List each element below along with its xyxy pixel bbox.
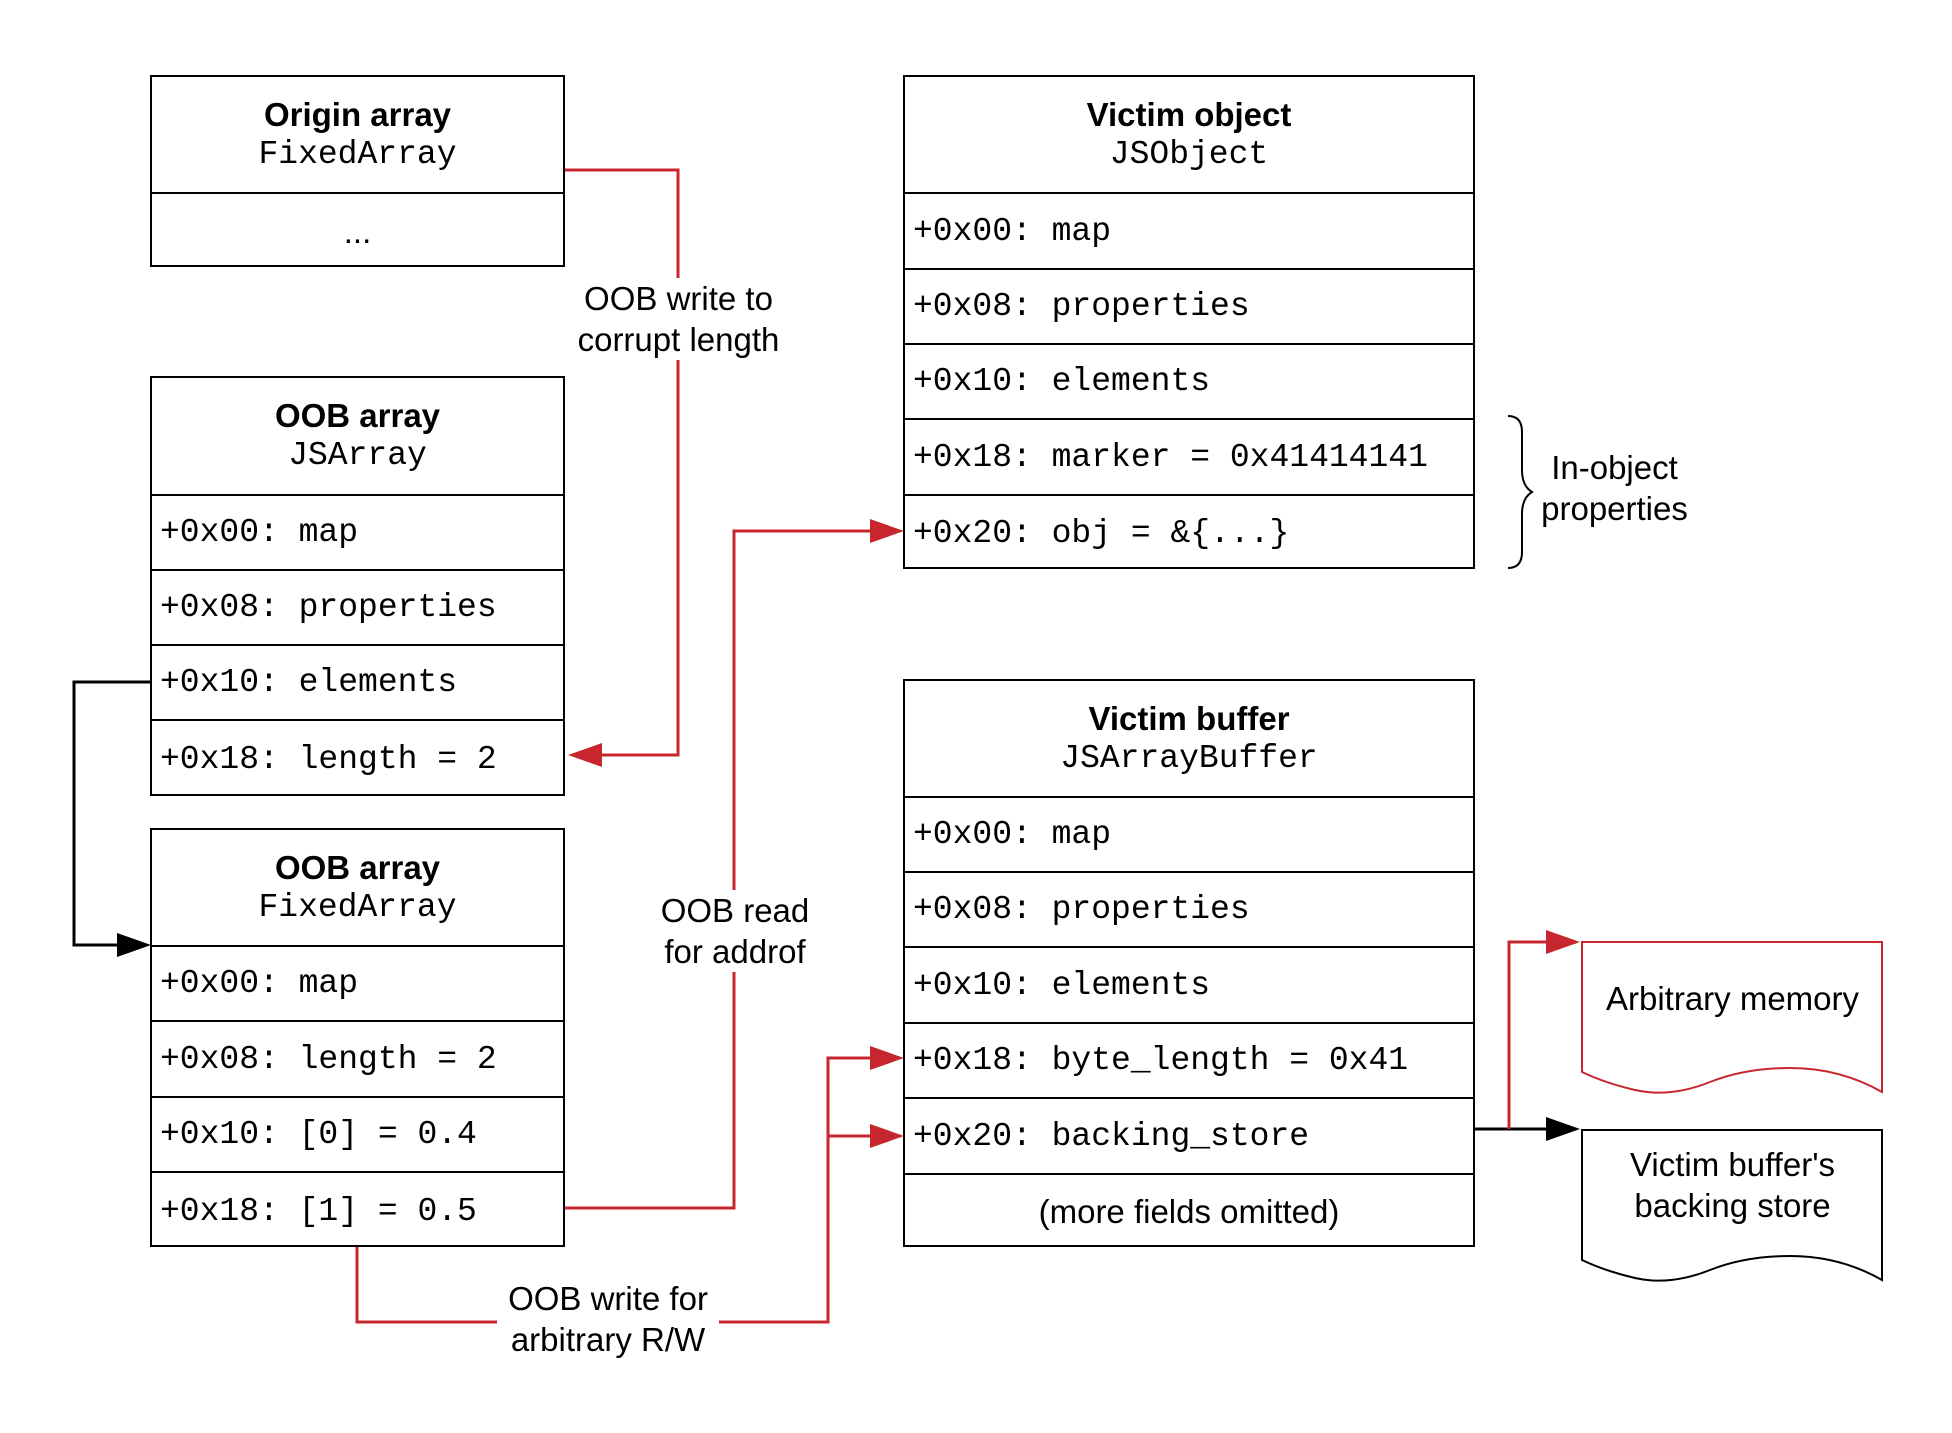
arrow-addrof [562,529,880,1210]
oob-jsarray-header: OOB array JSArray [152,378,563,496]
victim-object-header: Victim object JSObject [905,77,1473,194]
oob-fixedarray-box: OOB array FixedArray +0x00: map +0x08: l… [150,828,565,1247]
document-shape [1581,1129,1883,1282]
label-line: OOB read [660,892,810,929]
label-addrof: OOB read for addrof [650,890,820,972]
arbitrary-memory-document: Arbitrary memory [1580,940,1885,1100]
arrow-corrupt-length [562,168,680,757]
origin-array-box: Origin array FixedArray ... [150,75,565,267]
label-line: for addrof [664,933,806,970]
label-line: OOB write to [584,280,773,317]
brace-in-object [1507,415,1534,569]
victim-buffer-box: Victim buffer JSArrayBuffer +0x00: map +… [903,679,1475,1247]
victim-buffer-header: Victim buffer JSArrayBuffer [905,681,1473,798]
box-type: JSArrayBuffer [1060,739,1318,777]
field-row: +0x10: elements [905,345,1473,420]
label-line: OOB write for [508,1280,708,1317]
document-label-line: Victim buffer's [1630,1146,1835,1183]
document-label: Arbitrary memory [1605,980,1860,1017]
oob-jsarray-box: OOB array JSArray +0x00: map +0x08: prop… [150,376,565,796]
field-row: +0x18: length = 2 [160,741,497,778]
field-row: +0x10: [0] = 0.4 [152,1098,563,1173]
field-row: +0x08: properties [152,571,563,646]
box-type: FixedArray [258,135,457,173]
field-row: +0x08: properties [905,270,1473,345]
field-row: +0x00: map [152,496,563,571]
arrow-arbitrary-rw [355,1056,880,1324]
label-line: arbitrary R/W [510,1321,706,1358]
field-row: +0x00: map [152,947,563,1022]
backing-store-document: Victim buffer's backing store [1580,1128,1885,1288]
field-row: +0x10: elements [905,948,1473,1024]
field-row: +0x18: [1] = 0.5 [160,1192,477,1230]
label-corrupt-length: OOB write to corrupt length [570,278,787,360]
label-arbitrary-rw: OOB write for arbitrary R/W [497,1278,719,1360]
box-title: OOB array [274,848,441,886]
box-type: JSObject [1109,135,1269,173]
field-row: +0x18: marker = 0x41414141 [905,420,1473,496]
oob-fixedarray-header: OOB array FixedArray [152,830,563,947]
field-row: +0x08: properties [905,873,1473,948]
field-row: +0x08: length = 2 [152,1022,563,1098]
origin-array-header: Origin array FixedArray [152,77,563,194]
field-row: +0x10: elements [152,646,563,721]
arrow-arbitrary-memory [1507,940,1554,1129]
field-row: +0x20: obj = &{...} [913,515,1290,552]
box-title: OOB array [274,397,441,434]
box-title: Origin array [263,95,452,133]
box-title: Victim buffer [1088,699,1290,737]
box-type: JSArray [288,437,427,474]
victim-object-box: Victim object JSObject +0x00: map +0x08:… [903,75,1475,569]
arrow-elements-pointer [72,680,153,947]
label-line: In-object [1551,449,1678,486]
box-title: Victim object [1086,95,1292,133]
field-row: +0x00: map [905,798,1473,873]
label-in-object-properties: In-object properties [1532,447,1697,529]
field-row: +0x00: map [905,194,1473,270]
label-line: properties [1541,490,1688,527]
field-row: +0x18: byte_length = 0x41 [905,1024,1473,1099]
document-shape [1581,941,1883,1094]
box-type: FixedArray [258,888,457,926]
origin-array-ellipsis-row: ... [343,212,372,250]
document-label-line: backing store [1634,1187,1831,1224]
label-line: corrupt length [577,321,780,358]
field-row-omitted: (more fields omitted) [1038,1193,1340,1230]
field-row: +0x20: backing_store [905,1099,1473,1175]
